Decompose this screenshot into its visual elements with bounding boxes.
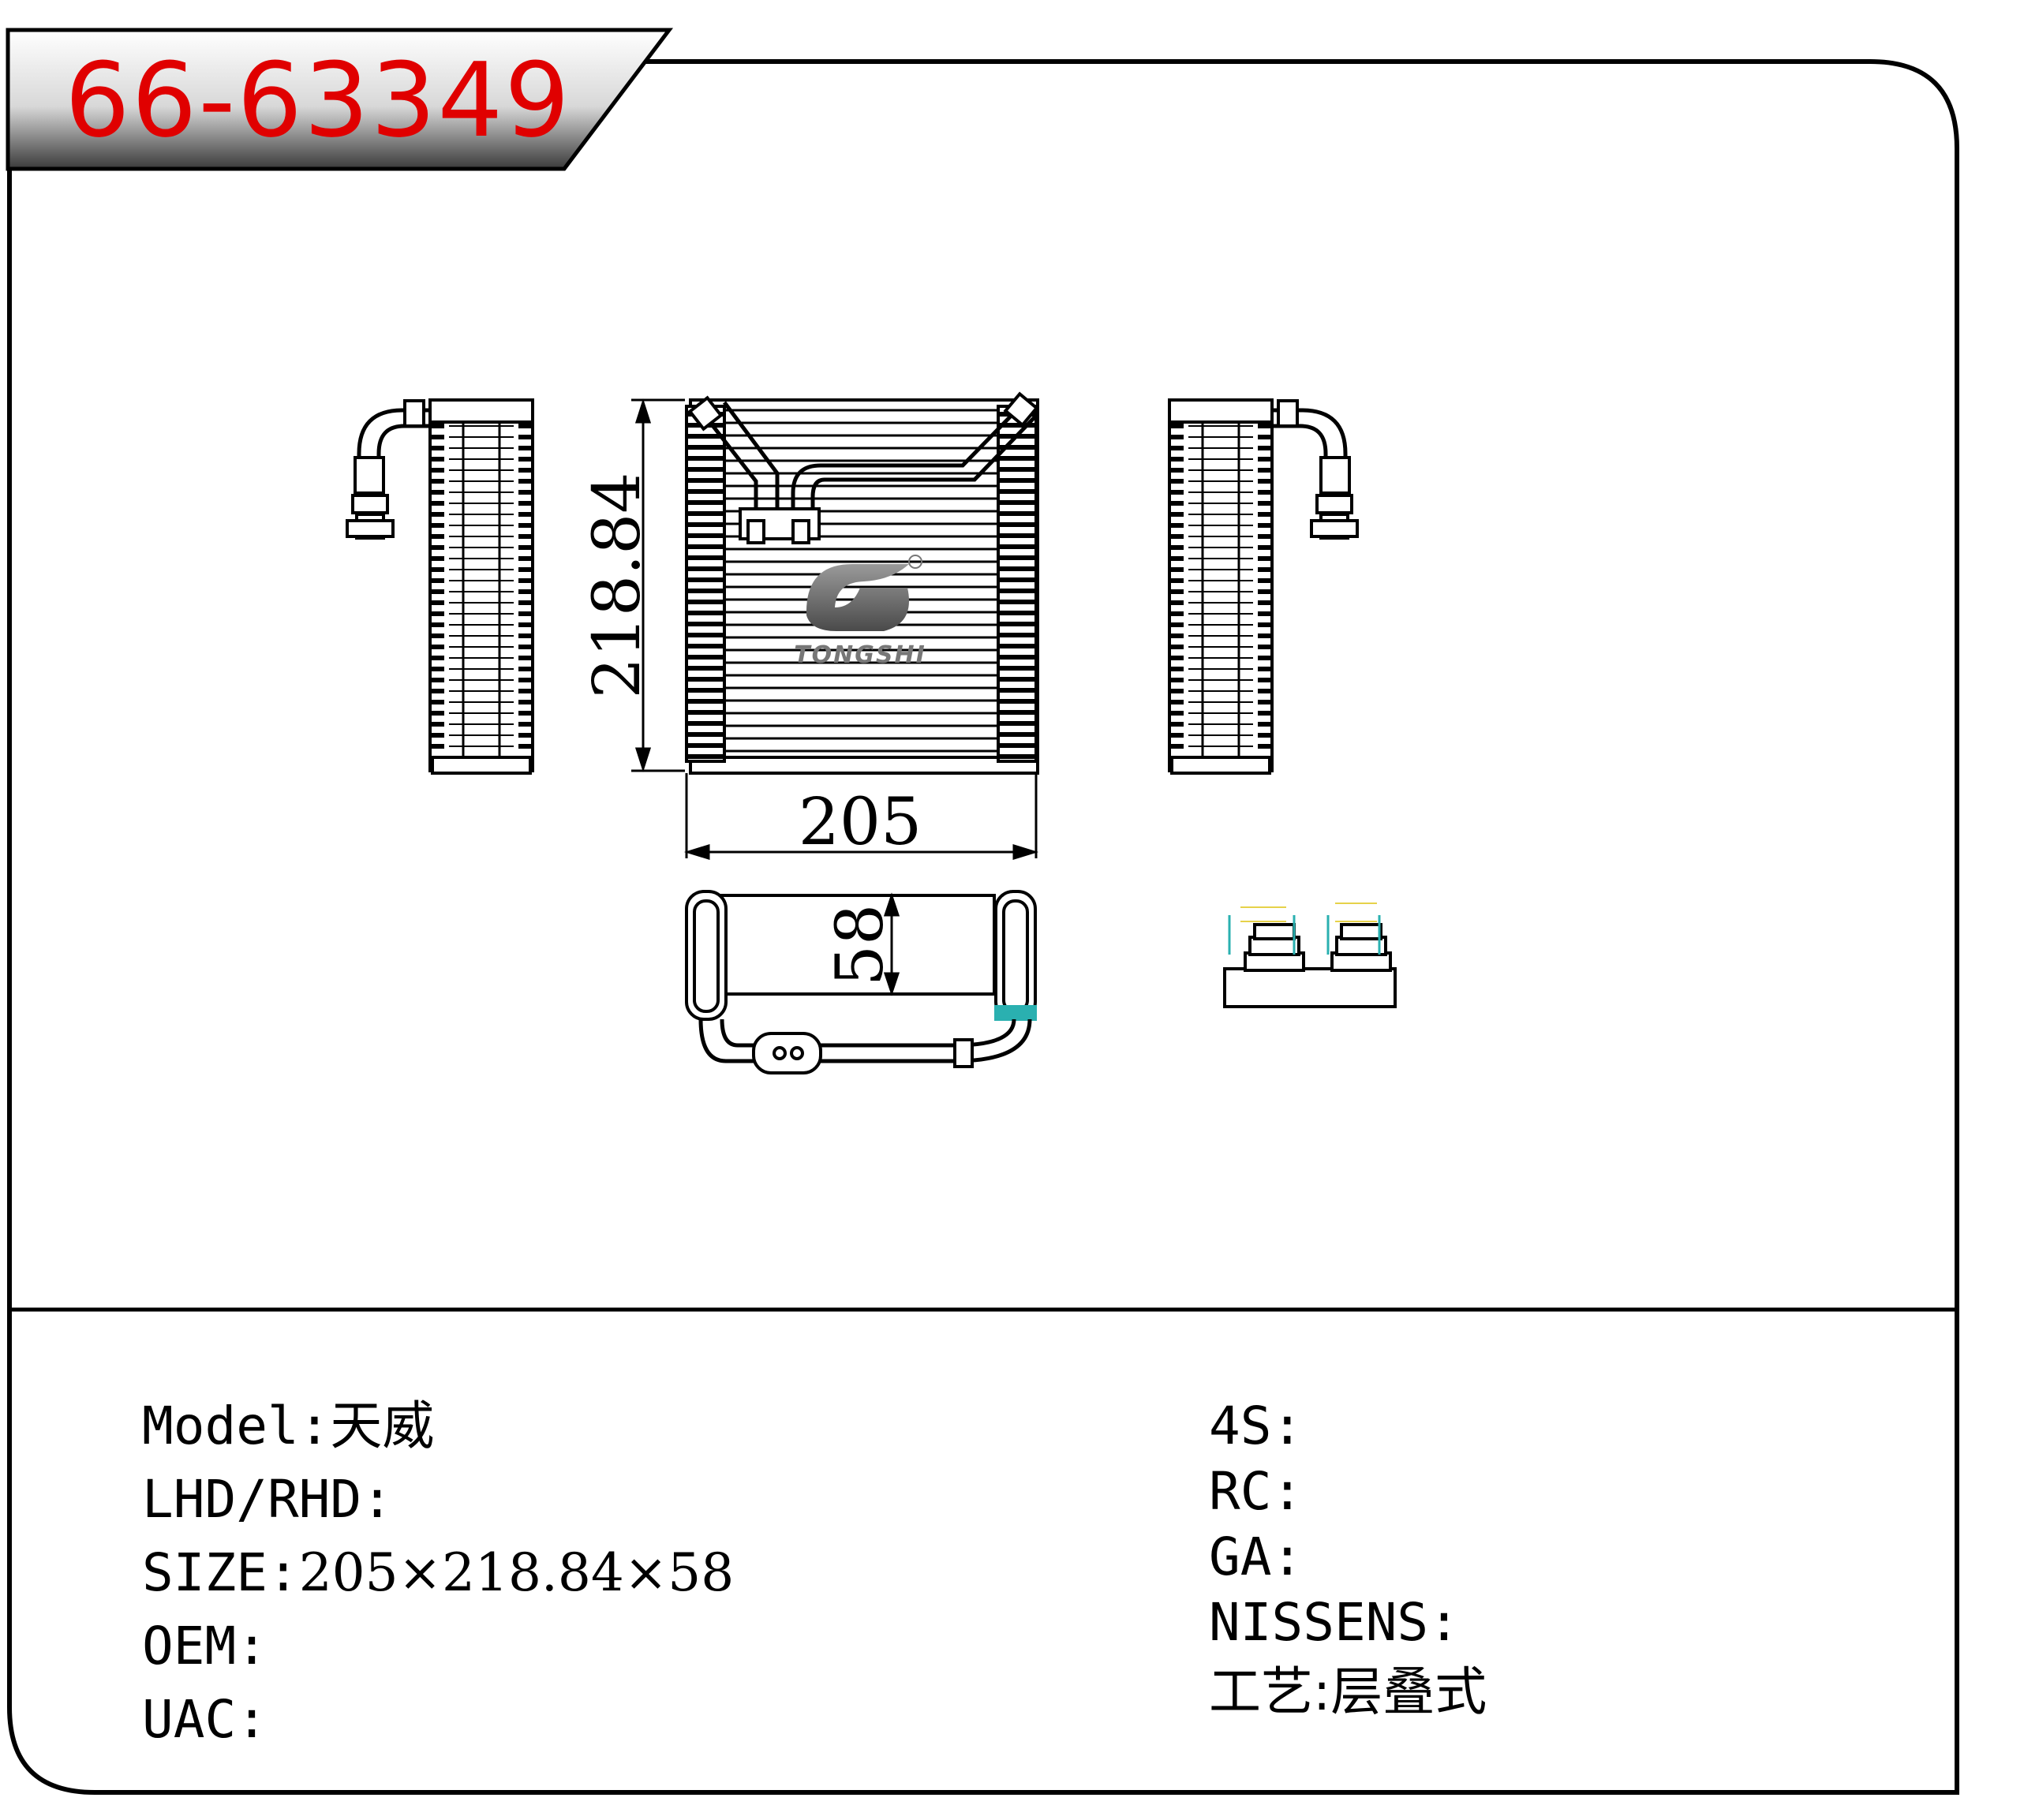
spec-size: SIZE:205×218.84×58 (142, 1541, 734, 1605)
height-dimension (631, 398, 685, 772)
spec-label: 4S: (1209, 1396, 1304, 1456)
height-dimension-label: 218.84 (580, 473, 655, 699)
tongshi-logo (806, 555, 922, 631)
part-number: 66-63349 (65, 40, 571, 160)
spec-label: NISSENS: (1209, 1592, 1460, 1653)
spec-label: RC: (1209, 1461, 1304, 1522)
spec-process: 工艺:层叠式 (1209, 1660, 1487, 1724)
fitting-block-view (1223, 903, 1397, 1008)
spec-label: 工艺: (1209, 1661, 1331, 1722)
spec-label: OEM: (142, 1616, 268, 1676)
sheet-border (7, 59, 1959, 1795)
width-dimension-label: 205 (799, 785, 922, 860)
logo-text: TONGSHI (794, 641, 926, 669)
spec-label: Model: (142, 1396, 331, 1456)
spec-value: 层叠式 (1330, 1661, 1487, 1722)
spec-label: UAC: (142, 1689, 268, 1750)
spec-nissens: NISSENS: (1209, 1590, 1460, 1654)
spec-ga: GA: (1209, 1525, 1303, 1589)
depth-dimension (883, 892, 900, 996)
spec-4s: 4S: (1209, 1394, 1303, 1458)
spec-model: Model:天威 (142, 1394, 434, 1458)
side-view-left (346, 398, 534, 775)
spec-value: 天威 (330, 1396, 435, 1456)
spec-label: SIZE: (142, 1542, 299, 1603)
spec-label: GA: (1209, 1527, 1304, 1587)
spec-label: LHD/RHD: (142, 1469, 393, 1530)
spec-oem: OEM: (142, 1614, 268, 1678)
spec-value: 205×218.84×58 (298, 1542, 735, 1603)
front-view (685, 391, 1039, 775)
header-tab (6, 28, 674, 171)
depth-dimension-label: 58 (823, 904, 898, 986)
side-view-right (1168, 398, 1359, 775)
spec-uac: UAC: (142, 1687, 268, 1751)
width-dimension (683, 773, 1039, 861)
spec-lhd-rhd: LHD/RHD: (142, 1467, 393, 1531)
spec-rc: RC: (1209, 1459, 1303, 1523)
top-view (685, 890, 1037, 1074)
